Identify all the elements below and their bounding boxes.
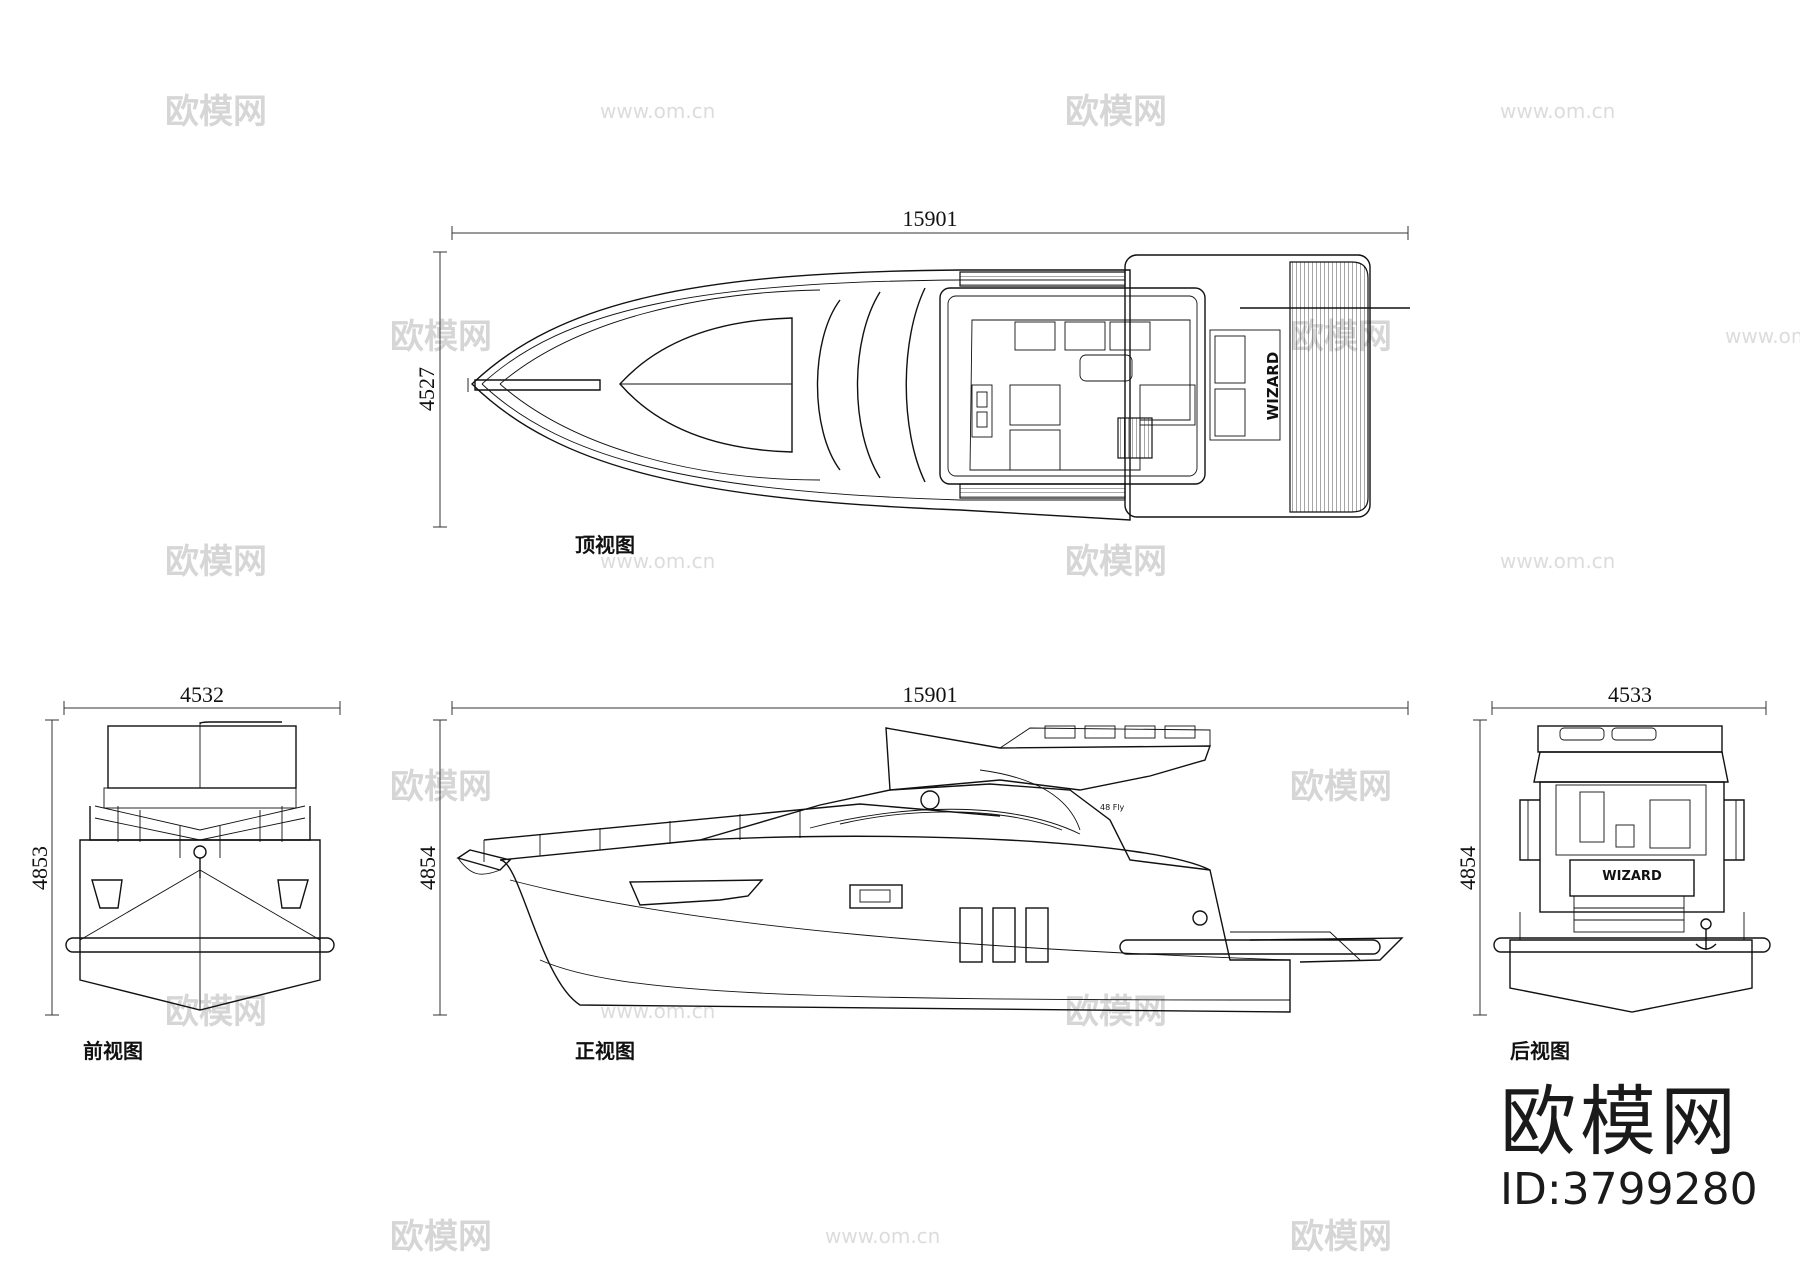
watermark-brand: 欧模网: [390, 317, 492, 357]
model-id: ID:3799280: [1500, 1164, 1758, 1215]
side-flybridge: [885, 727, 1211, 791]
watermark-layer: 欧模网 www.om.cn 欧模网 www.om.cn 欧模网 欧模网 www.…: [165, 92, 1800, 1257]
watermark-brand: 欧模网: [390, 1217, 492, 1257]
watermark-brand: 欧模网: [1065, 992, 1167, 1032]
top-foredeck-hatch: [619, 317, 793, 453]
dimension-line-front-width: 4532: [63, 682, 341, 715]
dimension-line-rear-height: 4854: [1455, 719, 1487, 1016]
dimension-line-side-height: 4854: [415, 719, 447, 1016]
side-height-label: 4854: [415, 846, 440, 890]
rear-view-caption: 后视图: [1510, 1039, 1570, 1063]
watermark-brand: 欧模网: [1290, 1217, 1392, 1257]
front-width-label: 4532: [180, 682, 224, 707]
watermark-brand: 欧模网: [1065, 92, 1167, 132]
side-view-caption: 正视图: [575, 1039, 635, 1063]
rear-flybridge: [1537, 725, 1723, 753]
watermark-url: www.om.cn: [1725, 324, 1800, 348]
watermark-brand: 欧模网: [165, 992, 267, 1032]
watermark-url: www.om.cn: [600, 999, 715, 1023]
watermark-url: www.om.cn: [600, 549, 715, 573]
watermark-brand: 欧模网: [165, 542, 267, 582]
rear-height-label: 4854: [1455, 846, 1480, 890]
side-view: 15901 4854 48 Fly: [415, 682, 1409, 1063]
dimension-line-side-length: 15901: [451, 682, 1409, 715]
front-height-label: 4853: [27, 846, 52, 890]
dimension-line-rear-width: 4533: [1491, 682, 1767, 715]
site-logo: 欧模网 ID:3799280: [1500, 1080, 1800, 1216]
watermark-brand: 欧模网: [390, 767, 492, 807]
top-flybridge: [939, 287, 1206, 485]
watermark-url: www.om.cn: [1500, 549, 1615, 573]
top-view-caption: 顶视图: [575, 533, 635, 557]
rear-view: 4533 4854 WIZARD: [1455, 682, 1771, 1063]
dimension-line-front-height: 4853: [27, 719, 59, 1016]
dimension-line-top-length: 15901: [451, 206, 1409, 240]
logo-brand: 欧模网: [1500, 1077, 1740, 1166]
top-length-label: 15901: [903, 206, 958, 231]
top-view: 15901 4527: [414, 206, 1410, 557]
rear-hull: [1509, 939, 1753, 1013]
watermark-url: www.om.cn: [825, 1224, 940, 1248]
top-brand-text: WIZARD: [1264, 352, 1282, 421]
front-hull: [79, 839, 321, 1011]
top-swim-platform: [1289, 261, 1369, 513]
side-model-text: 48 Fly: [1100, 803, 1125, 812]
side-length-label: 15901: [903, 682, 958, 707]
rear-cabin: [1539, 781, 1725, 913]
side-hull: [499, 835, 1291, 1013]
front-view-caption: 前视图: [83, 1039, 143, 1063]
top-width-label: 4527: [414, 367, 439, 411]
dimension-line-top-width: 4527: [414, 251, 447, 528]
side-superstructure: [699, 783, 1211, 871]
top-hull-outline: [470, 269, 1131, 521]
front-flybridge: [107, 725, 297, 789]
watermark-brand: 欧模网: [1065, 542, 1167, 582]
watermark-brand: 欧模网: [1290, 767, 1392, 807]
top-aft-deck: [1124, 254, 1371, 518]
rear-brand-text: WIZARD: [1602, 869, 1662, 884]
watermark-brand: 欧模网: [165, 92, 267, 132]
watermark-url: www.om.cn: [600, 99, 715, 123]
front-view: 4532 4853 前视图: [27, 682, 341, 1063]
rear-width-label: 4533: [1608, 682, 1652, 707]
watermark-url: www.om.cn: [1500, 99, 1615, 123]
